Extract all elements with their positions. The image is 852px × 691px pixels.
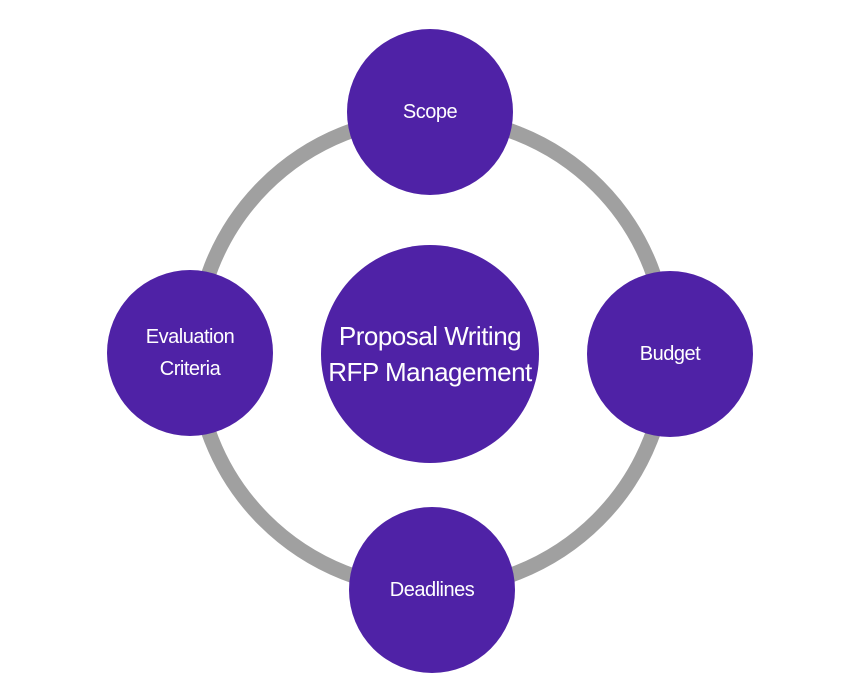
node-evaluation-label-line1: Evaluation (145, 326, 235, 348)
node-deadlines: Deadlines (349, 507, 515, 673)
node-deadlines-label: Deadlines (389, 579, 475, 601)
node-budget: Budget (587, 271, 753, 437)
node-evaluation-criteria: Evaluation Criteria (107, 270, 273, 436)
node-scope: Scope (347, 29, 513, 195)
center-node: Proposal Writing RFP Management (321, 245, 539, 463)
node-budget-label: Budget (639, 343, 701, 365)
node-evaluation-label-line2: Criteria (159, 358, 221, 380)
center-label-line2: RFP Management (328, 357, 532, 387)
node-scope-label: Scope (402, 101, 458, 123)
center-label-line1: Proposal Writing (338, 321, 522, 351)
